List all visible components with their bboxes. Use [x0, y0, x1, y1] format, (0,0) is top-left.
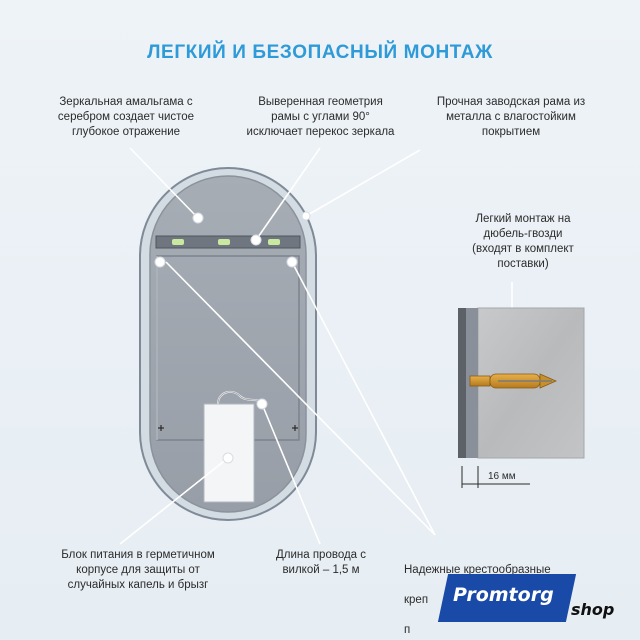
note-amalgam: Зеркальная амальгама с серебром создает …: [57, 96, 195, 138]
dot-power: [222, 452, 234, 464]
note-brackets-line1: Надежные крестообразные: [404, 564, 551, 576]
mirror-back: [149, 175, 307, 513]
page-title: ЛЕГКИЙ И БЕЗОПАСНЫЙ МОНТАЖ: [147, 42, 493, 63]
dot-amalgam: [192, 212, 204, 224]
note-brackets-line3: п: [404, 624, 411, 636]
note-power: Блок питания в герметичном корпусе для з…: [61, 549, 215, 591]
wall-section: [458, 307, 585, 459]
note-frame: Прочная заводская рама из металла с влаг…: [436, 96, 586, 138]
brand-logo: Promtorg shop: [437, 574, 633, 628]
dot-bracket-left: [154, 256, 166, 268]
dot-cable: [256, 398, 268, 410]
dimension-16mm: [461, 466, 530, 488]
dimension-label: 16 мм: [488, 471, 516, 482]
dot-geometry: [250, 234, 262, 246]
note-brackets-line2: креп: [404, 594, 429, 606]
brand-name: Promtorg: [453, 584, 554, 606]
note-brackets: Надежные крестообразные креп п: [404, 548, 604, 638]
brand-suffix: shop: [571, 600, 615, 619]
dot-frame: [301, 211, 311, 221]
dot-bracket-right: [286, 256, 298, 268]
note-geometry: Выверенная геометрия рамы с углами 90° и…: [246, 96, 395, 138]
note-cable: Длина провода с вилкой – 1,5 м: [275, 549, 367, 576]
note-mounting: Легкий монтаж на дюбель-гвозди (входят в…: [472, 213, 574, 270]
